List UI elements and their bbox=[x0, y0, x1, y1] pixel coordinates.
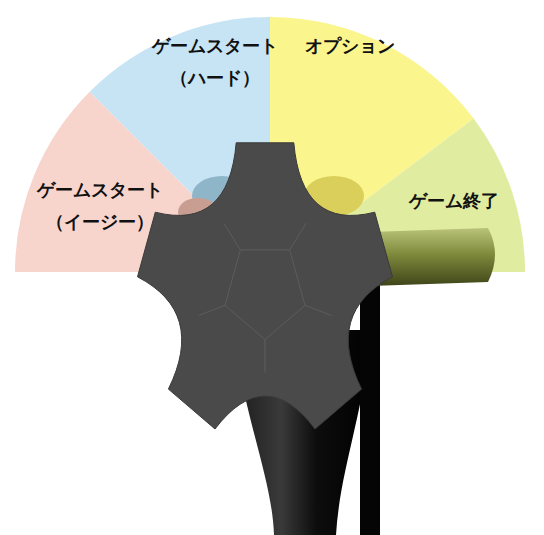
menu-label: ゲームスタート （ハード） bbox=[140, 30, 290, 94]
menu-sector: ゲームスタート （ハード） bbox=[89, 17, 270, 272]
star-facet bbox=[290, 223, 306, 250]
menu-label: ゲーム終了 bbox=[379, 185, 529, 217]
star-facet bbox=[305, 305, 332, 315]
star-facet bbox=[224, 223, 240, 250]
menu-sector: ゲームスタート （イージー） bbox=[15, 91, 270, 272]
menu-sector: ゲーム終了 bbox=[270, 118, 525, 272]
stick-bar bbox=[360, 280, 380, 535]
menu-sector: オプション bbox=[270, 17, 474, 272]
menu-label: オプション bbox=[275, 30, 425, 62]
menu-label: ゲームスタート （イージー） bbox=[25, 174, 175, 238]
star-facet bbox=[265, 340, 266, 373]
star-facet bbox=[225, 250, 305, 340]
star-facet bbox=[198, 305, 225, 315]
